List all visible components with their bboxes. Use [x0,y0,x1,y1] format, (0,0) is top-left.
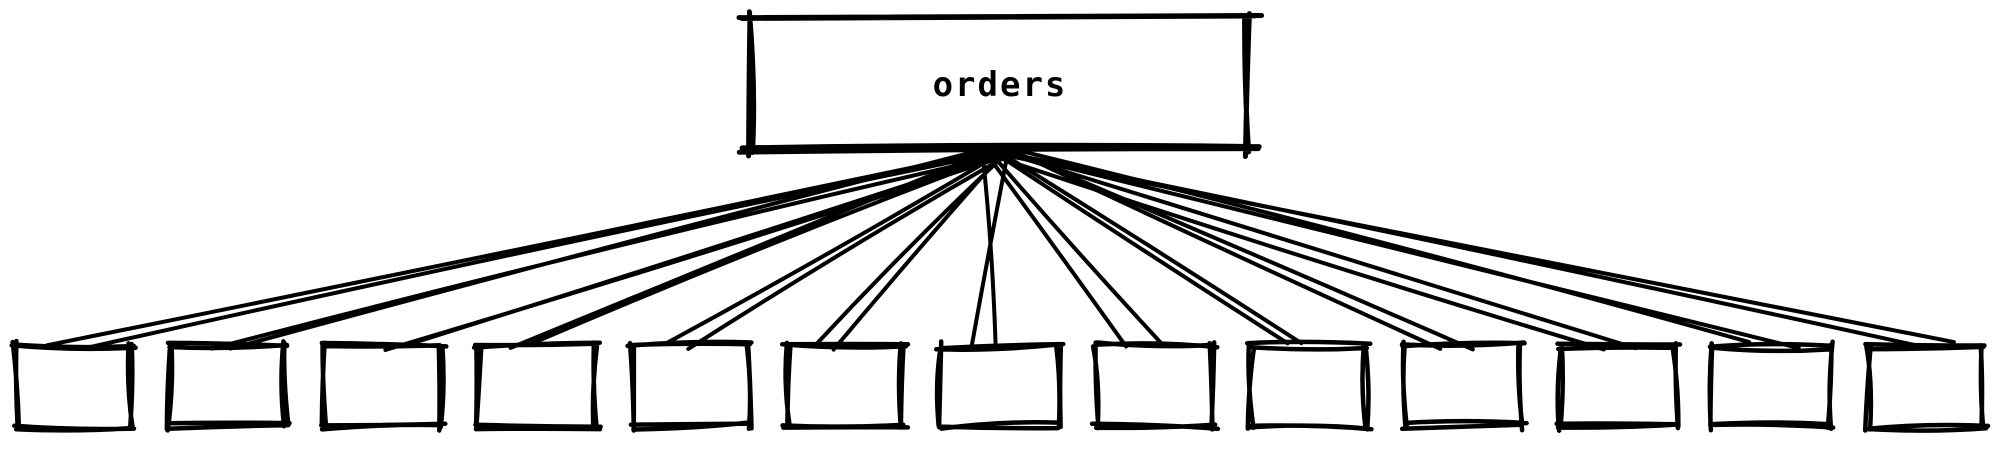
child-node-box [1554,341,1683,433]
root-node[interactable]: orders [736,9,1265,159]
child-node-box [933,339,1066,431]
child-node-box [164,339,292,433]
edge-5 [664,149,1012,351]
child-node-5[interactable] [625,339,754,433]
edge-8 [983,150,1163,349]
child-node-box [1089,340,1221,432]
edge-10 [1008,147,1475,352]
child-node-9[interactable] [1244,339,1374,432]
edges-group [44,147,1956,352]
child-node-box [1862,341,1991,433]
children-group [9,338,1991,433]
edge-13 [989,147,1956,350]
child-node-12[interactable] [1707,339,1836,433]
edge-11 [983,149,1638,352]
root-node-box [736,9,1265,159]
child-node-6[interactable] [779,340,911,430]
child-node-8[interactable] [1089,340,1221,432]
child-node-13[interactable] [1862,341,1991,433]
child-node-box [1399,339,1529,433]
child-node-11[interactable] [1554,341,1683,433]
child-node-box [1707,339,1836,433]
child-node-10[interactable] [1399,339,1529,433]
child-node-box [9,338,138,433]
child-node-1[interactable] [9,338,138,433]
child-node-3[interactable] [319,340,449,433]
child-node-box [471,340,603,432]
child-node-box [319,340,449,433]
child-node-box [1244,339,1374,432]
child-node-box [779,340,911,430]
edge-4 [508,147,1017,350]
child-node-box [625,339,754,433]
edge-2 [210,147,1008,351]
child-node-2[interactable] [164,339,292,433]
child-node-4[interactable] [471,340,603,432]
edge-9 [988,148,1304,346]
child-node-7[interactable] [933,339,1066,431]
root-node-label: orders [933,65,1068,105]
